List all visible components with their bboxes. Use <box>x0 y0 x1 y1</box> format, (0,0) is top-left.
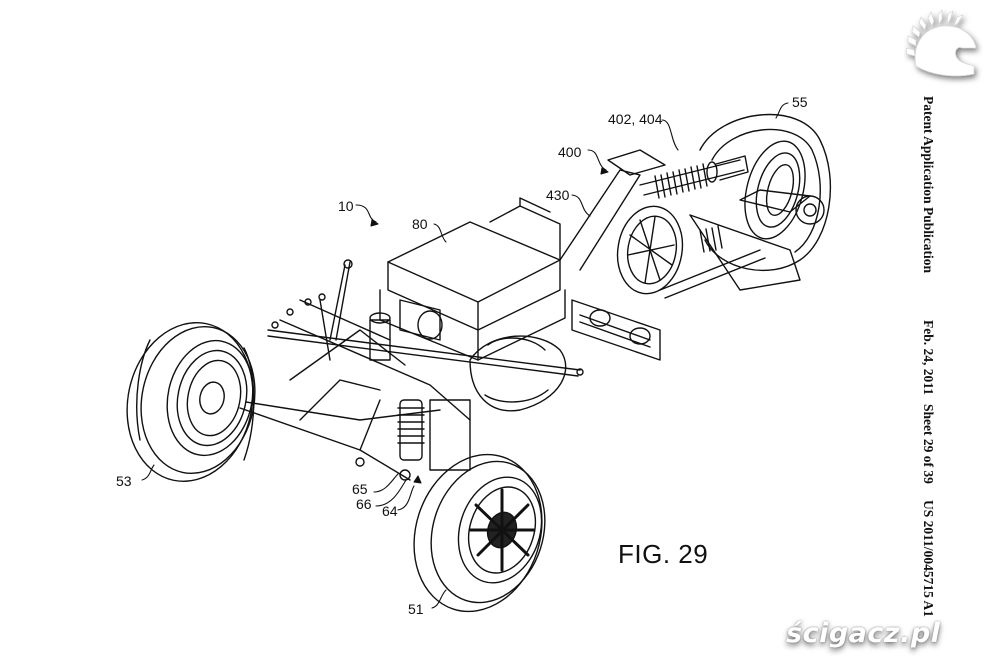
front-shock <box>355 312 471 481</box>
header-publication: Patent Application Publication <box>921 96 936 274</box>
ref-numeral-64: 64 <box>382 503 398 519</box>
header-sheet: Sheet 29 of 39 <box>921 404 936 484</box>
figure-label: FIG. 29 <box>618 539 709 569</box>
helmet-logo-icon <box>905 9 977 77</box>
front-frame <box>239 259 584 481</box>
ref-numeral-80: 80 <box>412 216 428 232</box>
watermark-text: ścigacz.pl <box>786 618 941 649</box>
battery-box <box>379 197 566 361</box>
patent-header: Patent Application Publication Feb. 24, … <box>912 40 942 640</box>
ref-numeral-402-404: 402, 404 <box>608 111 663 127</box>
left-front-wheel <box>126 321 256 483</box>
header-date: Feb. 24, 2011 <box>921 320 936 396</box>
ref-numeral-66: 66 <box>356 496 372 512</box>
leader-lines <box>141 102 789 609</box>
ref-numeral-400: 400 <box>558 144 582 160</box>
right-front-wheel <box>413 453 546 613</box>
drivetrain <box>399 299 567 412</box>
rear-wheel <box>699 113 832 272</box>
ref-numeral-10: 10 <box>338 198 354 214</box>
rear-assembly <box>559 149 825 361</box>
ref-numeral-55: 55 <box>792 94 808 110</box>
ref-numeral-51: 51 <box>408 601 424 617</box>
header-number: US 2011/0045715 A1 <box>921 500 936 618</box>
ref-numeral-65: 65 <box>352 481 368 497</box>
ref-numeral-430: 430 <box>546 187 570 203</box>
ref-numeral-53: 53 <box>116 473 132 489</box>
rear-shock-spring <box>639 155 749 253</box>
